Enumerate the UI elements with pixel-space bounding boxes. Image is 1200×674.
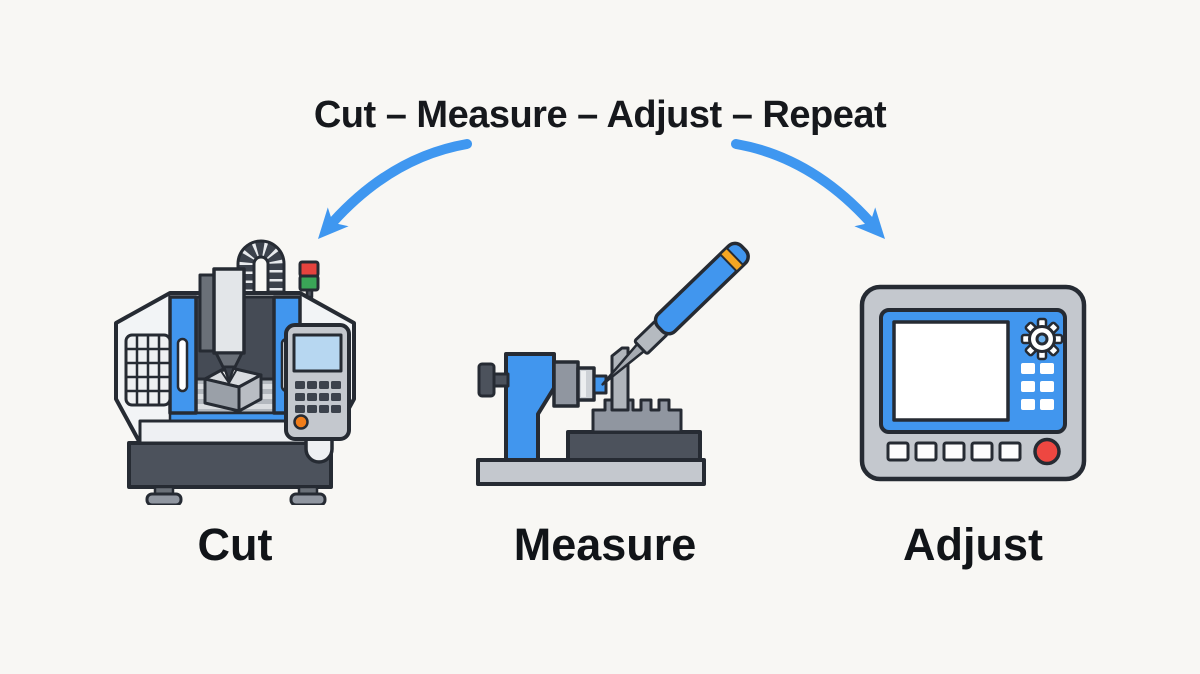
- step-adjust: Adjust: [858, 283, 1088, 567]
- step-adjust-label: Adjust: [903, 519, 1043, 570]
- panel-screen: [892, 320, 1010, 422]
- cutter-tip-icon: [222, 365, 236, 383]
- cnc-milling-machine-icon: [114, 239, 356, 505]
- signal-light-icon: [298, 260, 320, 299]
- arrow-to-cut-icon: [318, 139, 472, 239]
- cycle-title: Cut – Measure – Adjust – Repeat: [313, 94, 887, 136]
- function-buttons: [886, 437, 1061, 466]
- keypad-buttons: [1021, 363, 1054, 410]
- gear-icon: [1020, 317, 1064, 361]
- step-measure: Measure: [455, 228, 755, 567]
- cable-chain-icon: [236, 239, 286, 301]
- vent-grid-icon: [124, 333, 172, 407]
- workpiece-icon: [203, 365, 263, 413]
- cnc-control-panel-icon: [859, 284, 1087, 482]
- step-measure-label: Measure: [513, 519, 697, 570]
- emergency-stop-button: [1033, 437, 1061, 466]
- step-cut-label: Cut: [197, 519, 273, 570]
- bench-probe-measurement-icon: [476, 241, 750, 486]
- spindle-icon: [198, 267, 246, 369]
- step-cut: Cut: [113, 239, 357, 567]
- arrow-to-adjust-icon: [731, 139, 885, 239]
- probe-pen-icon: [601, 241, 750, 386]
- pendant-panel-icon: [284, 323, 351, 464]
